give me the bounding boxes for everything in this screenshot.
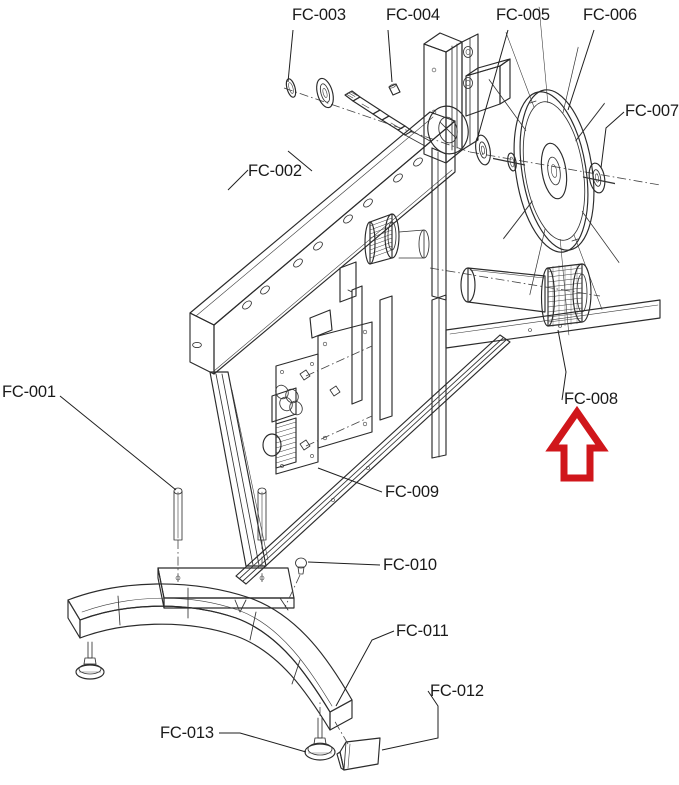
control-bracket-assembly [262, 261, 393, 475]
coil-ribs [275, 421, 297, 464]
long-bolt-left [173, 487, 183, 582]
leveling-foot-left [75, 641, 105, 680]
label-fc-009: FC-009 [385, 483, 439, 501]
label-fc-003: FC-003 [292, 6, 346, 24]
label-fc-012: FC-012 [430, 682, 484, 700]
label-fc-006: FC-006 [583, 6, 637, 24]
axle-center-lines [283, 87, 661, 297]
top-cross-tube [460, 267, 546, 313]
label-fc-010: FC-010 [383, 556, 437, 574]
button-head-screw [284, 557, 307, 608]
label-fc-013: FC-013 [160, 724, 214, 742]
leveling-foot-right [304, 700, 336, 761]
main-slide-rail-beam [189, 111, 456, 375]
label-fc-011: FC-011 [396, 622, 449, 640]
label-fc-002: FC-002 [248, 162, 302, 180]
label-fc-008: FC-008 [564, 390, 618, 408]
knurled-roller-sleeve [540, 263, 592, 327]
lower-diagonal-brace [235, 334, 511, 585]
head-post-bracket [423, 32, 511, 301]
base-end-cap [333, 719, 381, 771]
label-fc-004: FC-004 [386, 6, 440, 24]
front-upright-leg [209, 371, 269, 567]
flywheel [488, 6, 620, 336]
red-up-arrow-callout [545, 405, 609, 482]
label-fc-007: FC-007 [625, 102, 679, 120]
mid-knurled-roller [364, 213, 430, 265]
long-bolt-right [257, 487, 267, 582]
label-fc-005: FC-005 [496, 6, 550, 24]
leader-lines [59, 29, 625, 753]
label-fc-001: FC-001 [2, 383, 56, 401]
mid-knurl-texture [369, 217, 393, 259]
rear-horizontal-rail [445, 299, 661, 349]
curved-base-tube [67, 583, 353, 731]
bracket-screws [299, 369, 341, 451]
flywheel-spokes [488, 6, 620, 336]
axle-washers [475, 134, 606, 194]
part-labels: FC-001 FC-002 FC-003 FC-004 FC-005 FC-00… [2, 6, 679, 742]
vertical-rear-post [431, 294, 447, 459]
shaft-splines [345, 91, 358, 99]
crank-shaft-assembly [285, 77, 431, 147]
rail-holes [192, 157, 423, 349]
dowel-pin [388, 83, 401, 96]
